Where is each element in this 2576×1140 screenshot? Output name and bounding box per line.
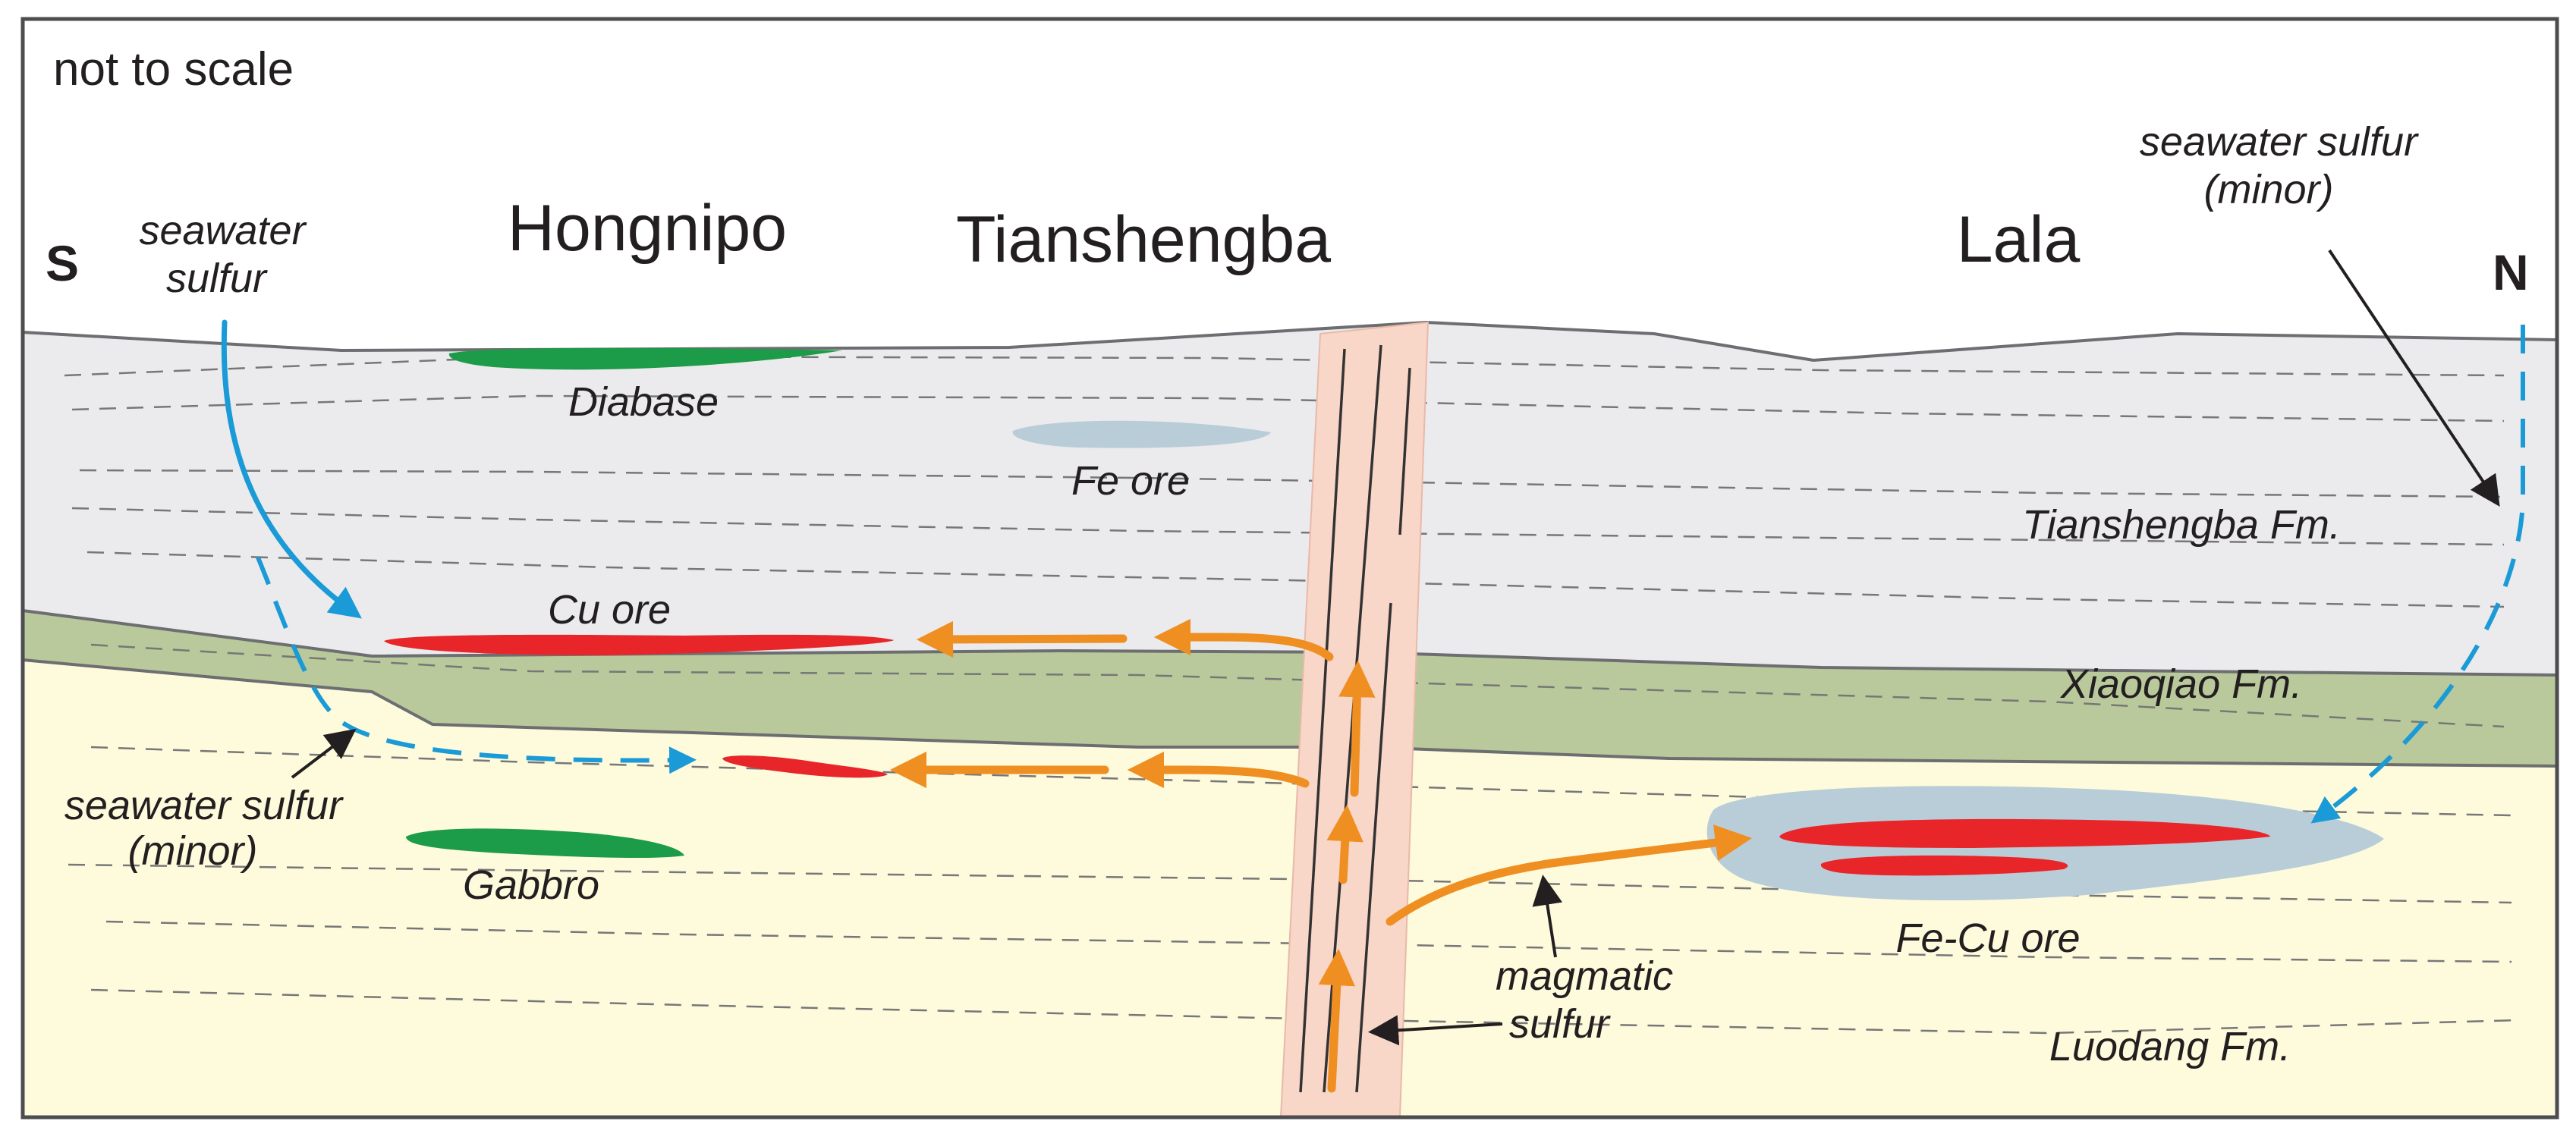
fe-ore-lens-tianshengba (1012, 420, 1271, 448)
fe-ore-label: Fe ore (1071, 458, 1190, 504)
gabbro-body (406, 828, 684, 859)
magmatic-sulfur-label-line2: sulfur (1509, 1001, 1611, 1047)
luodang-formation (23, 660, 2557, 1117)
locality-hongnipo: Hongnipo (508, 192, 787, 265)
tianshengba-formation (23, 322, 2557, 675)
south-label: S (46, 235, 79, 291)
luodang-fm-label: Luodang Fm. (2049, 1024, 2291, 1069)
diabase-body (448, 347, 842, 370)
magmatic-sulfur-flow (889, 618, 1753, 1093)
gabbro-label: Gabbro (463, 862, 599, 908)
diabase-label: Diabase (568, 379, 719, 425)
fe-cu-ore-label: Fe-Cu ore (1895, 915, 2080, 961)
seawater-sulfur-flow (221, 319, 2525, 824)
figure-frame (20, 17, 2559, 1120)
seawater-minor-left-line2: (minor) (128, 828, 258, 874)
surface-boundary (22, 320, 2558, 363)
seawater-sulfur-label-line2: sulfur (166, 256, 268, 301)
locality-lala: Lala (1957, 203, 2081, 276)
pointer-arrows (291, 249, 2500, 1046)
magmatic-sulfur-label-line1: magmatic (1496, 953, 1673, 999)
seawater-minor-left-line1: seawater sulfur (64, 783, 344, 828)
cu-ore-label: Cu ore (548, 587, 671, 633)
tianshengba-xiaoqiao-boundary (22, 609, 2558, 677)
seawater-minor-right-line2: (minor) (2204, 167, 2334, 212)
cu-ore-hongnipo-lower (722, 755, 888, 778)
scale-note: not to scale (53, 43, 294, 96)
tianshengba-fm-label: Tianshengba Fm. (2022, 502, 2341, 548)
seawater-minor-right-line1: seawater sulfur (2140, 119, 2419, 165)
xiaoqiao-fm-label: Xiaoqiao Fm. (2059, 661, 2302, 707)
cu-ore-lala-upper (1779, 818, 2270, 848)
seawater-sulfur-label-line1: seawater (139, 208, 307, 253)
north-label: N (2493, 244, 2529, 300)
xiaoqiao-formation (23, 611, 2557, 766)
locality-tianshengba: Tianshengba (956, 203, 1331, 276)
cu-ore-lala-lower (1820, 855, 2068, 876)
cu-ore-hongnipo-upper (384, 634, 894, 655)
xiaoqiao-luodang-boundary (22, 658, 2558, 768)
